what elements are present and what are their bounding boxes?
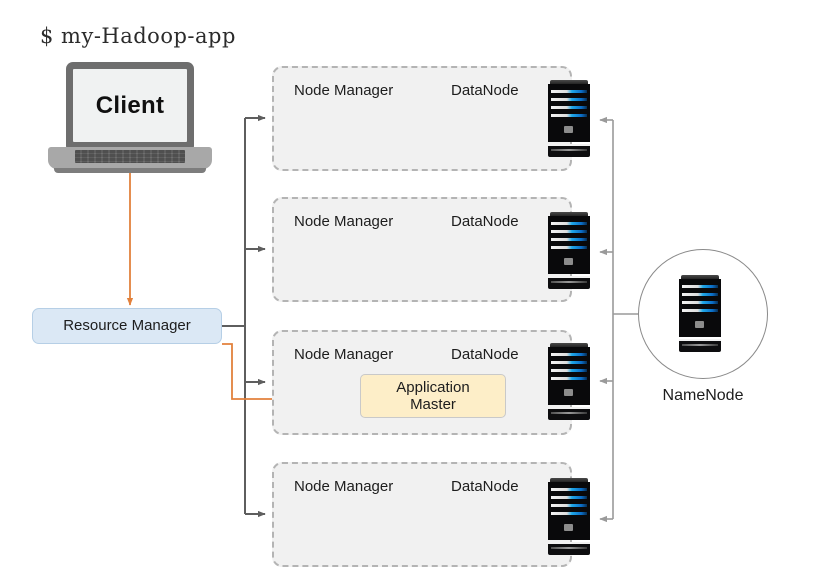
laptop-lid: Client [66,62,194,148]
application-master-line2: Master [410,396,456,413]
node-block-4[interactable]: Node Manager DataNode [272,462,572,567]
laptop-screen: Client [73,69,187,142]
client-label: Client [95,91,165,119]
datanode-label-1: DataNode [451,82,519,99]
node-block-1[interactable]: Node Manager DataNode [272,66,572,171]
server-rack-icon-datanode-1 [548,80,590,157]
server-rack-icon-datanode-4 [548,478,590,555]
node-manager-label-3: Node Manager [294,346,394,363]
server-rack-icon-datanode-2 [548,212,590,289]
client-laptop-icon: Client [48,62,212,176]
server-rack-icon-datanode-3 [548,343,590,420]
node-block-2[interactable]: Node Manager DataNode [272,197,572,302]
datanode-label-2: DataNode [451,213,519,230]
datanode-label-4: DataNode [451,478,519,495]
server-rack-icon-namenode [679,275,721,352]
node-manager-label-2: Node Manager [294,213,394,230]
laptop-keyboard [75,150,185,163]
namenode-group[interactable]: NameNode [638,249,782,409]
laptop-front-edge [54,168,206,173]
node-manager-label-4: Node Manager [294,478,394,495]
application-master-line1: Application [396,378,470,396]
namenode-label: NameNode [662,387,744,404]
resource-manager-label: Resource Manager [63,317,191,335]
resource-manager-box[interactable]: Resource Manager [32,308,222,344]
node-manager-label-1: Node Manager [294,82,394,99]
shell-command-text: $ my-Hadoop-app [40,24,236,48]
application-master-label: Application Master [396,379,469,414]
datanode-label-3: DataNode [451,346,519,363]
application-master-box[interactable]: Application Master [360,374,506,418]
